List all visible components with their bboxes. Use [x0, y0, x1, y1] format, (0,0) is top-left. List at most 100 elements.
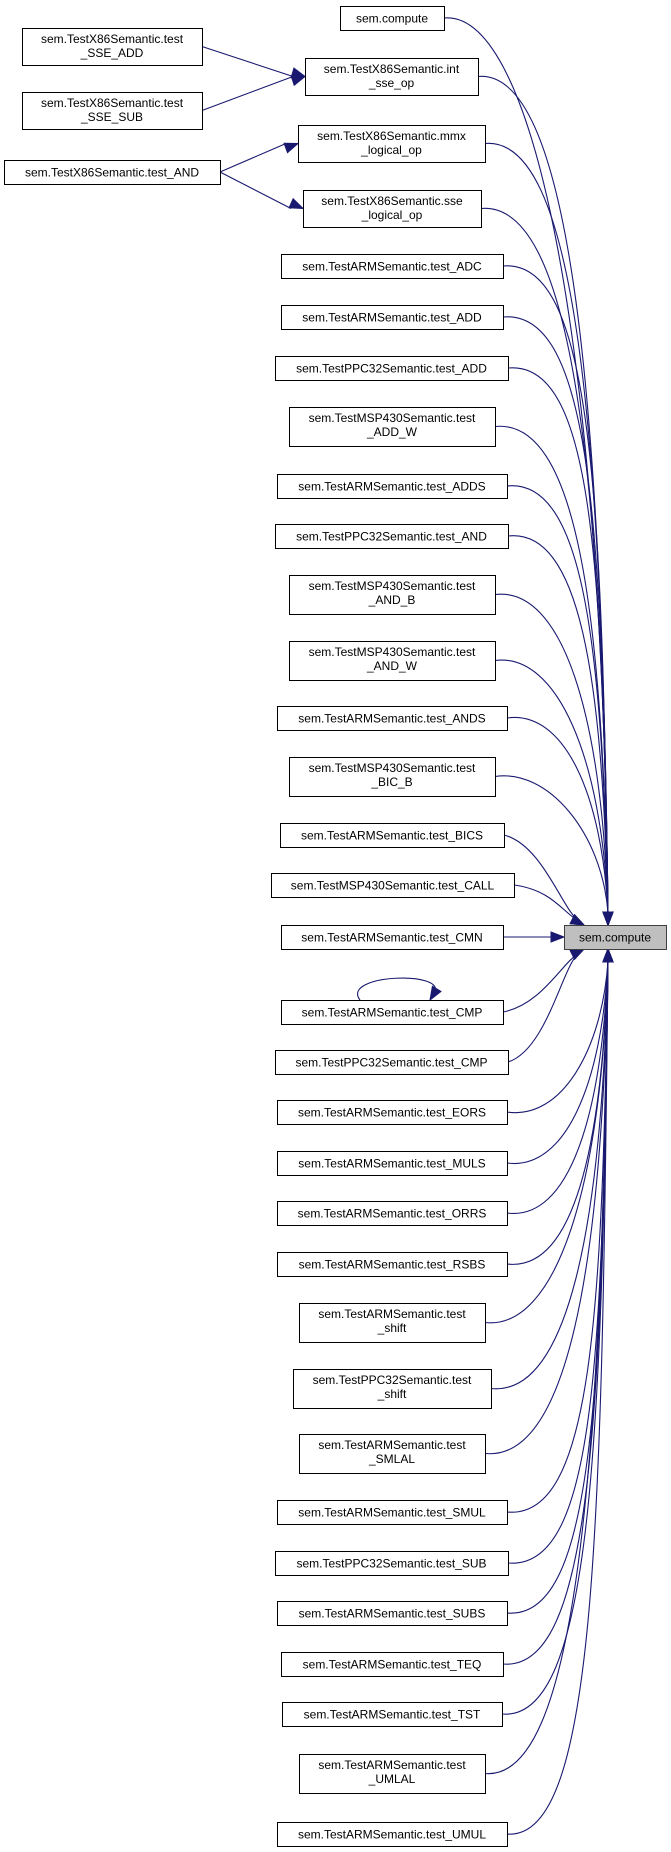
node-ppc-test-shift[interactable]: sem.TestPPC32Semantic.test_shift [293, 1369, 492, 1409]
node-label-line: sem.TestARMSemantic.test [318, 1438, 466, 1452]
node-box [289, 641, 496, 681]
node-box [275, 1050, 509, 1075]
node-arm-test-adc[interactable]: sem.TestARMSemantic.test_ADC [281, 254, 504, 279]
node-label-line: sem.TestARMSemantic.test_SUBS [299, 1607, 486, 1621]
edge-ppc-test-shift-to-compute-main [490, 947, 614, 1390]
node-label-line: _SSE_SUB [80, 110, 143, 124]
node-label-line: sem.TestARMSemantic.test_TEQ [303, 1658, 482, 1672]
node-label-line: sem.TestARMSemantic.test_EORS [298, 1106, 486, 1120]
node-arm-test-muls[interactable]: sem.TestARMSemantic.test_MULS [277, 1151, 508, 1176]
node-arm-test-rsbs[interactable]: sem.TestARMSemantic.test_RSBS [277, 1252, 508, 1277]
node-label-line: _BIC_B [370, 775, 412, 789]
node-arm-test-smul[interactable]: sem.TestARMSemantic.test_SMUL [277, 1500, 508, 1525]
node-box [289, 757, 496, 797]
node-arm-test-ands[interactable]: sem.TestARMSemantic.test_ANDS [277, 706, 508, 731]
node-label-line: sem.TestMSP430Semantic.test_CALL [291, 879, 495, 893]
node-label-line: sem.TestX86Semantic.test [41, 96, 184, 110]
node-x86-test-sse-add[interactable]: sem.TestX86Semantic.test_SSE_ADD [22, 28, 203, 66]
node-label-line: _SMLAL [368, 1452, 415, 1466]
node-msp-test-bic-b[interactable]: sem.TestMSP430Semantic.test_BIC_B [289, 757, 496, 797]
node-arm-test-add[interactable]: sem.TestARMSemantic.test_ADD [281, 305, 504, 330]
node-label-line: _SSE_ADD [80, 46, 144, 60]
node-x86-test-and[interactable]: sem.TestX86Semantic.test_AND [4, 160, 221, 185]
node-box [281, 305, 504, 330]
edge-msp-test-call-to-compute-main [513, 884, 586, 926]
node-ppc-test-add[interactable]: sem.TestPPC32Semantic.test_ADD [275, 356, 509, 381]
node-msp-test-and-w[interactable]: sem.TestMSP430Semantic.test_AND_W [289, 641, 496, 681]
node-box [281, 1000, 504, 1025]
node-compute-main[interactable]: sem.compute [564, 925, 667, 950]
node-label-line: sem.TestARMSemantic.test [318, 1307, 466, 1321]
node-arm-test-umlal[interactable]: sem.TestARMSemantic.test_UMLAL [299, 1754, 486, 1794]
node-msp-test-call[interactable]: sem.TestMSP430Semantic.test_CALL [271, 873, 515, 898]
node-label-line: sem.TestPPC32Semantic.test [313, 1373, 472, 1387]
node-box [277, 706, 508, 731]
node-box [282, 1702, 503, 1727]
node-label-line: sem.TestX86Semantic.test_AND [25, 166, 199, 180]
node-label-line: _logical_op [361, 208, 423, 222]
node-label-line: sem.TestX86Semantic.sse [321, 194, 463, 208]
node-box [564, 925, 667, 950]
node-box [299, 1754, 486, 1794]
node-box [277, 1201, 508, 1226]
node-box [22, 28, 203, 66]
node-x86-mmx-logical-op[interactable]: sem.TestX86Semantic.mmx_logical_op [298, 125, 486, 163]
node-arm-test-shift[interactable]: sem.TestARMSemantic.test_shift [299, 1303, 486, 1343]
node-box [299, 1303, 486, 1343]
node-ppc-test-and[interactable]: sem.TestPPC32Semantic.test_AND [275, 524, 509, 549]
node-arm-test-orrs[interactable]: sem.TestARMSemantic.test_ORRS [277, 1201, 508, 1226]
node-arm-test-cmn[interactable]: sem.TestARMSemantic.test_CMN [281, 925, 504, 950]
node-label-line: sem.TestPPC32Semantic.test_AND [296, 530, 487, 544]
node-label-line: sem.TestARMSemantic.test_MULS [298, 1157, 485, 1171]
node-label-line: sem.compute [356, 12, 428, 26]
node-compute-top[interactable]: sem.compute [340, 6, 445, 31]
node-arm-test-bics[interactable]: sem.TestARMSemantic.test_BICS [280, 823, 505, 848]
node-label-line: sem.TestARMSemantic.test_UMUL [298, 1828, 486, 1842]
nodes-layer: sem.computesem.TestX86Semantic.test_SSE_… [4, 6, 667, 1847]
edge-arm-test-muls-to-compute-main [506, 947, 614, 1164]
node-arm-test-adds[interactable]: sem.TestARMSemantic.test_ADDS [277, 474, 508, 499]
node-arm-test-teq[interactable]: sem.TestARMSemantic.test_TEQ [281, 1652, 504, 1677]
node-label-line: sem.TestPPC32Semantic.test_ADD [296, 362, 487, 376]
node-ppc-test-cmp[interactable]: sem.TestPPC32Semantic.test_CMP [275, 1050, 509, 1075]
node-box [280, 823, 505, 848]
node-box [289, 575, 496, 615]
node-x86-sse-logical-op[interactable]: sem.TestX86Semantic.sse_logical_op [303, 190, 482, 228]
node-box [281, 254, 504, 279]
node-label-line: sem.TestARMSemantic.test_BICS [301, 829, 483, 843]
node-box [289, 407, 496, 447]
node-arm-test-subs[interactable]: sem.TestARMSemantic.test_SUBS [277, 1601, 508, 1626]
edge-arm-test-add-to-compute-main [502, 316, 614, 927]
node-label-line: sem.TestARMSemantic.test_ADC [302, 260, 482, 274]
node-x86-test-sse-sub[interactable]: sem.TestX86Semantic.test_SSE_SUB [22, 92, 203, 130]
node-label-line: sem.TestARMSemantic.test_RSBS [299, 1258, 486, 1272]
node-arm-test-eors[interactable]: sem.TestARMSemantic.test_EORS [277, 1100, 508, 1125]
node-arm-test-cmp[interactable]: sem.TestARMSemantic.test_CMP [281, 1000, 504, 1025]
node-box [281, 925, 504, 950]
edge-ppc-test-cmp-to-compute-main [507, 948, 586, 1063]
node-label-line: sem.TestX86Semantic.int [324, 62, 460, 76]
node-label-line: sem.TestMSP430Semantic.test [309, 761, 476, 775]
edge-arm-test-eors-to-compute-main [506, 947, 614, 1114]
node-ppc-test-sub[interactable]: sem.TestPPC32Semantic.test_SUB [275, 1551, 509, 1576]
node-box [275, 1551, 509, 1576]
node-label-line: sem.TestMSP430Semantic.test [309, 645, 476, 659]
node-box [275, 524, 509, 549]
node-label-line: sem.TestX86Semantic.mmx [317, 129, 466, 143]
node-box [281, 1652, 504, 1677]
node-label-line: sem.TestMSP430Semantic.test [309, 411, 476, 425]
node-arm-test-umul[interactable]: sem.TestARMSemantic.test_UMUL [277, 1822, 508, 1847]
node-msp-test-and-b[interactable]: sem.TestMSP430Semantic.test_AND_B [289, 575, 496, 615]
node-box [293, 1369, 492, 1409]
node-label-line: sem.TestPPC32Semantic.test_CMP [295, 1056, 487, 1070]
edge-ppc-test-add-to-compute-main [507, 367, 614, 927]
node-arm-test-tst[interactable]: sem.TestARMSemantic.test_TST [282, 1702, 503, 1727]
edge-x86-test-and-to-x86-sse-logical-op [219, 171, 305, 210]
node-box [275, 356, 509, 381]
edge-x86-test-sse-sub-to-x86-int-sse-op [201, 75, 307, 112]
node-x86-int-sse-op[interactable]: sem.TestX86Semantic.int_sse_op [305, 58, 479, 96]
node-msp-test-add-w[interactable]: sem.TestMSP430Semantic.test_ADD_W [289, 407, 496, 447]
node-label-line: sem.TestARMSemantic.test_CMP [302, 1006, 483, 1020]
node-arm-test-smlal[interactable]: sem.TestARMSemantic.test_SMLAL [299, 1434, 486, 1474]
node-box [303, 190, 482, 228]
